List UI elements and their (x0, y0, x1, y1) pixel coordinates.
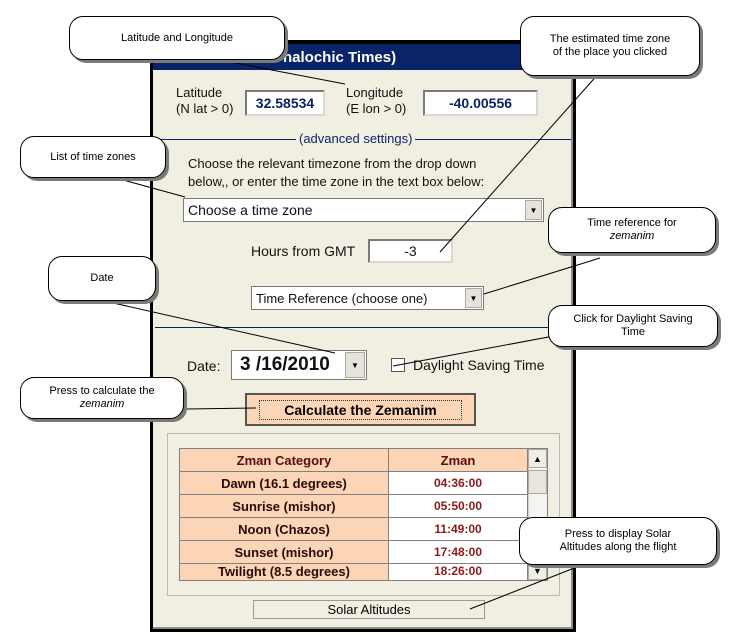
chevron-down-icon[interactable]: ▼ (345, 352, 365, 378)
callout-solar-text-2: Altitudes along the flight (559, 541, 677, 553)
table-row-category: Sunset (mishor) (180, 541, 388, 563)
longitude-hint: (E lon > 0) (346, 101, 407, 116)
calculate-zemanim-button[interactable]: Calculate the Zemanim (245, 393, 476, 426)
timezone-dropdown-value: Choose a time zone (188, 202, 313, 218)
callout-lat-lon: Latitude and Longitude (69, 16, 285, 60)
chevron-down-icon[interactable]: ▼ (525, 200, 542, 220)
timezone-instructions-line1: Choose the relevant timezone from the dr… (188, 156, 477, 171)
solar-altitudes-button[interactable]: Solar Altitudes (253, 600, 485, 619)
callout-date-text: Date (90, 272, 114, 284)
latitude-field[interactable]: 32.58534 (245, 90, 325, 116)
table-row-category: Noon (Chazos) (180, 518, 388, 540)
callout-solar: Press to display Solar Altitudes along t… (519, 517, 717, 565)
date-label: Date: (187, 358, 221, 374)
scroll-up-icon[interactable]: ▲ (528, 449, 547, 468)
callout-lat-lon-text: Latitude and Longitude (121, 31, 233, 44)
callout-timezone-text-1: The estimated time zone (549, 33, 671, 45)
hours-from-gmt-field[interactable]: -3 (368, 239, 453, 263)
callout-timezone-estimate: The estimated time zone of the place you… (520, 16, 700, 76)
callout-dst-text-2: Time (620, 326, 646, 338)
table-row-category: Sunrise (mishor) (180, 495, 388, 517)
callout-time-ref-text-1: Time reference for (587, 217, 677, 229)
callout-time-ref-text-2: zemanim (609, 230, 655, 242)
latitude-hint: (N lat > 0) (176, 101, 234, 116)
date-separator (155, 327, 571, 328)
longitude-label: Longitude (346, 85, 404, 100)
timezone-instructions-line2: below,, or enter the time zone in the te… (188, 174, 485, 189)
chevron-down-icon[interactable]: ▼ (465, 288, 482, 308)
callout-tz-list-text: List of time zones (50, 150, 136, 163)
longitude-field[interactable]: -40.00556 (423, 90, 538, 116)
callout-dst-text-1: Click for Daylight Saving (573, 313, 693, 325)
table-row-category: Twilight (8.5 degrees) (180, 564, 388, 580)
time-reference-dropdown[interactable]: Time Reference (choose one) ▼ (251, 286, 484, 310)
table-header-category: Zman Category (180, 449, 388, 471)
callout-date: Date (48, 256, 156, 301)
dst-label: Daylight Saving Time (413, 357, 545, 373)
callout-calc-text-1: Press to calculate the (49, 385, 155, 397)
advanced-settings-label: (advanced settings) (296, 131, 416, 146)
callout-timezone-list: List of time zones (20, 136, 166, 178)
table-row-time: 11:49:00 (389, 518, 527, 540)
callout-time-reference: Time reference for zemanim (548, 207, 716, 253)
callout-calc-text-2: zemanim (79, 398, 125, 410)
time-reference-value: Time Reference (choose one) (256, 290, 428, 306)
table-row-time: 18:26:00 (389, 564, 527, 580)
hours-from-gmt-label: Hours from GMT (251, 243, 356, 259)
table-row-time: 04:36:00 (389, 472, 527, 494)
table-row-time: 05:50:00 (389, 495, 527, 517)
latitude-label: Latitude (176, 85, 223, 100)
callout-calculate: Press to calculate the zemanim (20, 377, 184, 419)
callout-solar-text-1: Press to display Solar (564, 528, 672, 540)
scroll-thumb[interactable] (528, 470, 547, 494)
callout-timezone-text-2: of the place you clicked (552, 46, 668, 58)
callout-dst: Click for Daylight Saving Time (548, 305, 718, 347)
date-value: 3 /16/2010 (240, 354, 330, 375)
calculate-button-label: Calculate the Zemanim (259, 399, 462, 420)
table-row-time: 17:48:00 (389, 541, 527, 563)
table-header-zman: Zman (389, 449, 527, 471)
results-group (167, 433, 560, 596)
date-picker[interactable]: 3 /16/2010 ▼ (231, 350, 367, 380)
table-row-category: Dawn (16.1 degrees) (180, 472, 388, 494)
